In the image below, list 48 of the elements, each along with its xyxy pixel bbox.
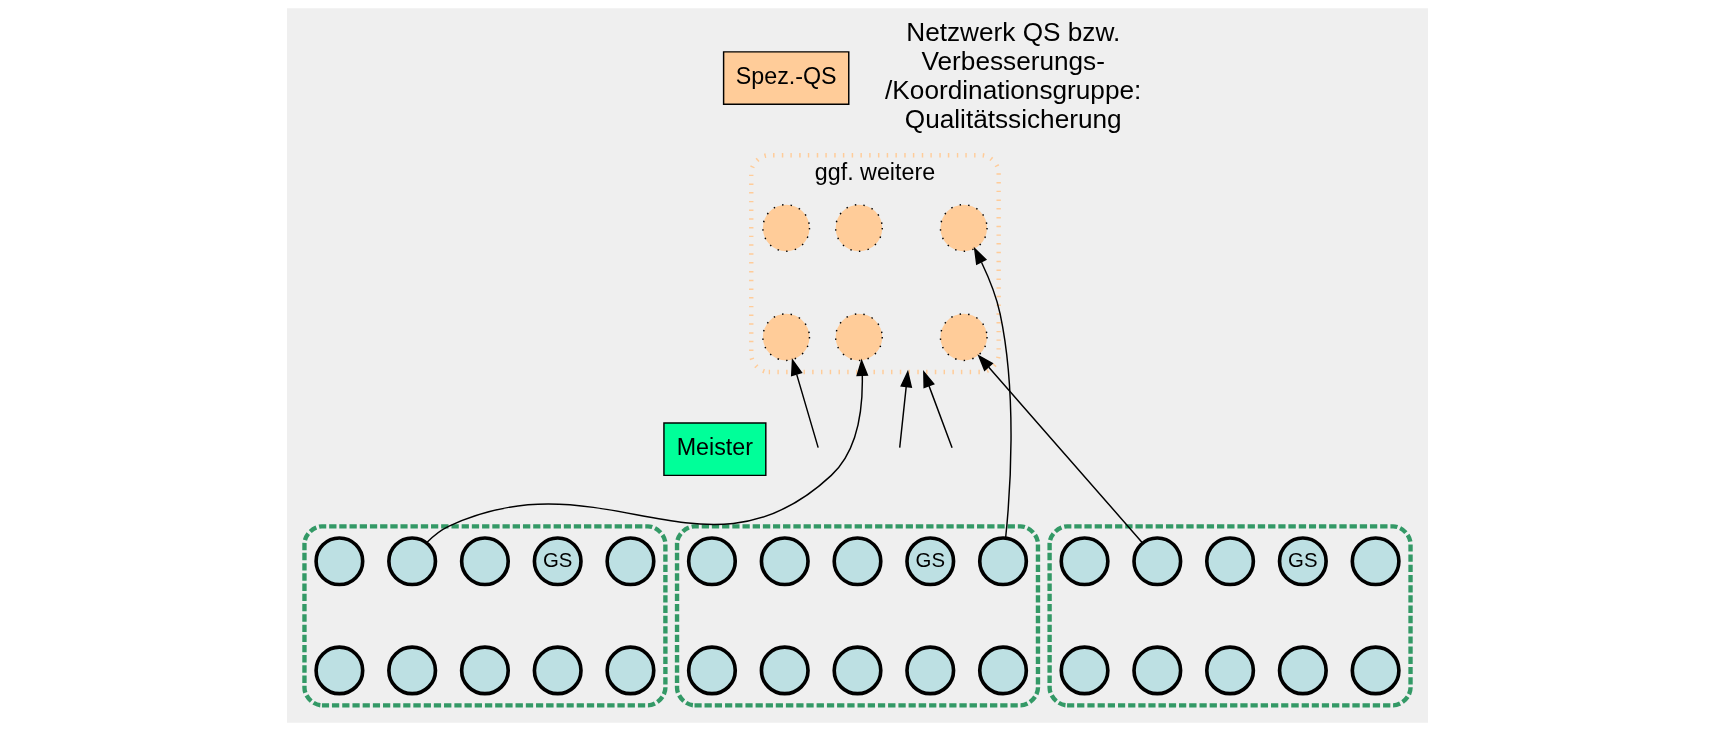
node-circle: [939, 313, 988, 362]
node-circle: [605, 536, 656, 587]
node-circle: [686, 536, 738, 587]
node-circle: [605, 645, 656, 696]
arrow: [426, 358, 869, 544]
node-circle: [1277, 645, 1328, 696]
node-circle: [1059, 536, 1110, 587]
cluster: [302, 524, 668, 708]
node-circle: [977, 536, 1029, 587]
node-circle: [459, 536, 511, 587]
node-circle: GS: [1277, 536, 1328, 587]
node-circle: [832, 645, 883, 696]
node-circle: [759, 536, 810, 587]
arrow: [973, 246, 1012, 539]
node-circle: [762, 313, 811, 362]
label: Netzwerk QS bzw. Verbesserungs- /Koordinationsgruppe: Qualitätssicherung: [885, 16, 1142, 135]
node-box: Meister: [663, 422, 767, 477]
arrow: [899, 369, 913, 449]
node-circle: [314, 536, 365, 587]
node-circle: [977, 645, 1029, 696]
node-circle: [834, 203, 883, 252]
node-circle: GS: [905, 536, 956, 587]
node-circle: [1132, 645, 1183, 696]
node-circle: [686, 645, 738, 696]
node-circle: GS: [532, 536, 583, 587]
node-circle: [834, 313, 883, 362]
cluster: [1047, 524, 1413, 708]
arrow: [923, 369, 953, 449]
node-circle: [387, 536, 438, 587]
arrow: [790, 357, 819, 449]
node-circle: [905, 645, 956, 696]
node-circle: [532, 645, 583, 696]
cluster: [674, 524, 1041, 708]
node-circle: [1350, 536, 1401, 587]
node-circle: [459, 645, 511, 696]
node-circle: [1204, 645, 1256, 696]
node-circle: [1132, 536, 1183, 587]
node-circle: [762, 203, 811, 252]
node-circle: [939, 203, 988, 252]
node-circle: [1204, 536, 1256, 587]
node-circle: [387, 645, 438, 696]
node-circle: [1350, 645, 1401, 696]
node-circle: [832, 536, 883, 587]
node-circle: [1059, 645, 1110, 696]
arrow: [977, 354, 1143, 544]
node-circle: [314, 645, 365, 696]
node-circle: [759, 645, 810, 696]
node-box: Spez.-QS: [722, 51, 850, 105]
